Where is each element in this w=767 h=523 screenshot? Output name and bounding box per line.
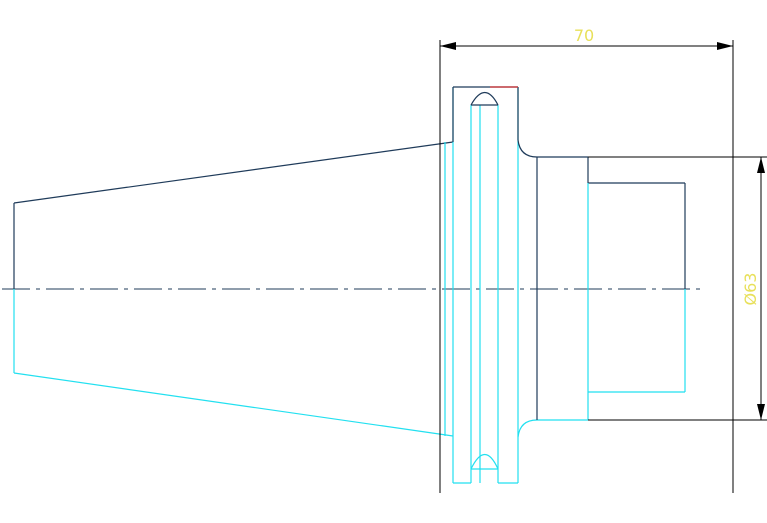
length-dimension: [439, 40, 734, 493]
taper-shank-upper: [13, 141, 454, 289]
diameter-dimension: [588, 156, 767, 421]
diameter-dimension-label: Ø63: [741, 273, 760, 306]
flange-upper-outline: [452, 86, 588, 420]
nose-bore: [587, 157, 686, 420]
taper-shank-lower: [13, 289, 454, 437]
length-dimension-label: 70: [574, 26, 594, 45]
flange: [444, 87, 588, 484]
